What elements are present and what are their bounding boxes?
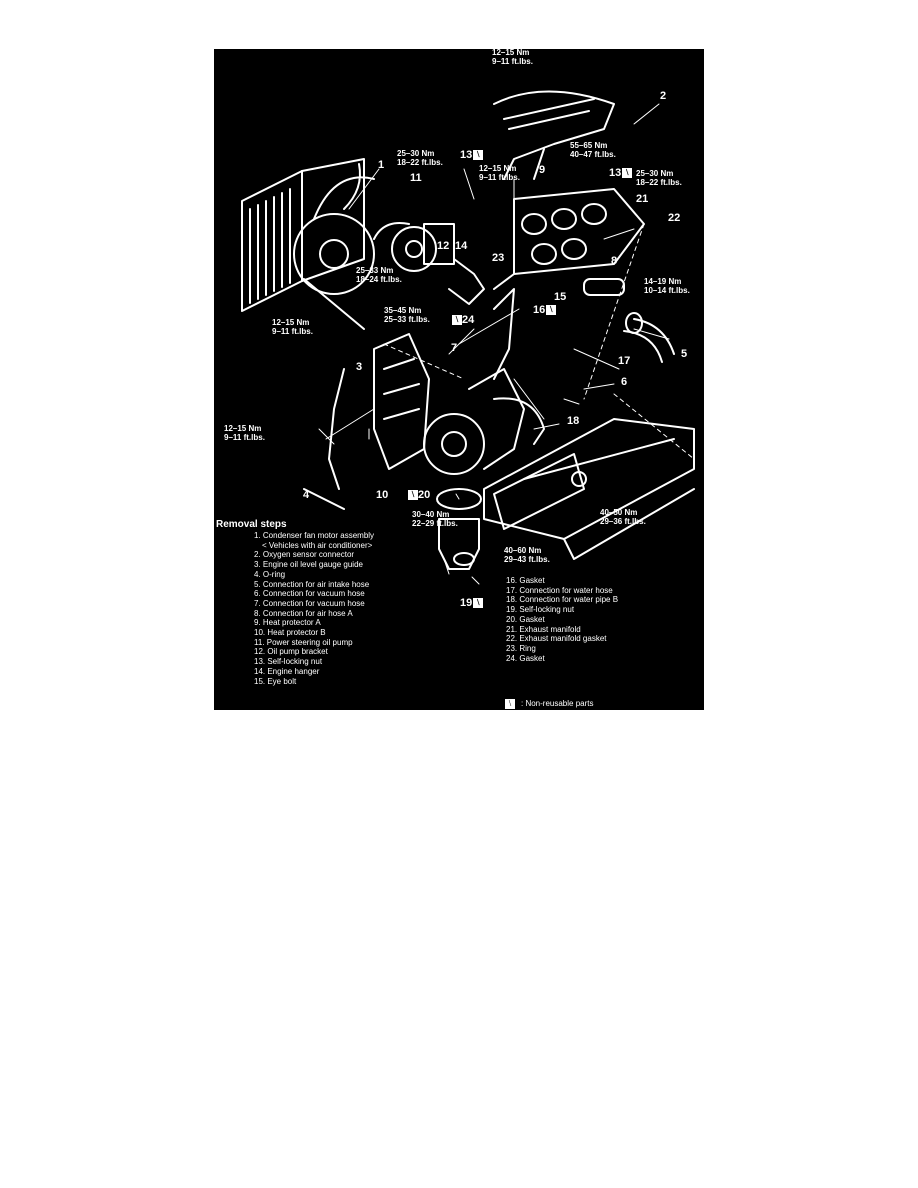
- callout-1: 1: [378, 159, 385, 171]
- callout-14: 14: [455, 240, 468, 252]
- callout-5: 5: [681, 348, 688, 360]
- callout-8: 8: [611, 255, 618, 267]
- step-item: 6. Connection for vacuum hose: [254, 589, 365, 599]
- callout-24: ⧵24: [451, 315, 474, 326]
- callout-13b: 13⧵: [609, 168, 633, 179]
- callout-21: 21: [636, 193, 649, 205]
- heat-protector-a-drawing: [493, 90, 615, 180]
- callout-15: 15: [554, 291, 567, 303]
- heat-protector-b-drawing: [303, 333, 430, 510]
- callout-17: 17: [618, 355, 631, 367]
- callout-19: 19⧵: [460, 598, 484, 609]
- removal-steps-list-left: 1. Condenser fan motor assembly < Vehicl…: [254, 531, 374, 686]
- callout-2: 2: [660, 90, 667, 102]
- step-item: 18. Connection for water pipe B: [506, 595, 619, 605]
- turbocharger-drawing: [423, 368, 545, 570]
- non-reusable-icon: ⧵: [546, 305, 557, 316]
- non-reusable-icon: ⧵: [408, 490, 418, 501]
- callout-9: 9: [539, 164, 546, 176]
- callout-13a: 13⧵: [460, 150, 484, 161]
- step-item: 2. Oxygen sensor connector: [254, 550, 355, 560]
- step-item: 15. Eye bolt: [254, 676, 297, 686]
- alignment-lines: [383, 223, 695, 460]
- step-item: 17. Connection for water hose: [506, 585, 613, 595]
- condenser-fan-drawing: [241, 158, 375, 330]
- legend-text: : Non-reusable parts: [521, 699, 594, 709]
- callout-18: 18: [567, 415, 580, 427]
- step-item: 5. Connection for air intake hose: [254, 579, 370, 589]
- step-item: 14. Engine hanger: [254, 666, 320, 676]
- removal-steps-heading: Removal steps: [216, 519, 287, 530]
- callout-22: 22: [668, 212, 681, 224]
- step-item: 16. Gasket: [506, 576, 545, 585]
- air-intake-hose-drawing: [623, 312, 675, 363]
- non-reusable-icon: ⧵: [452, 315, 462, 326]
- callout-4: 4: [303, 489, 310, 501]
- callout-12: 12: [437, 240, 450, 252]
- step-item: 10. Heat protector B: [254, 628, 326, 638]
- non-reusable-icon: ⧵: [505, 699, 515, 709]
- step-item: 22. Exhaust manifold gasket: [506, 634, 607, 644]
- non-reusable-icon: ⧵: [473, 598, 484, 609]
- step-item: 1. Condenser fan motor assembly: [254, 531, 375, 540]
- callout-10: 10: [376, 489, 389, 501]
- step-item: 24. Gasket: [506, 653, 545, 663]
- step-item: 21. Exhaust manifold: [506, 624, 581, 634]
- diagram-artwork: [241, 90, 695, 585]
- callout-6: 6: [621, 376, 628, 388]
- step-item: 13. Self-locking nut: [254, 657, 323, 667]
- callout-7: 7: [451, 342, 458, 354]
- exhaust-manifold-drawing: [493, 188, 645, 380]
- step-item: < Vehicles with air conditioner>: [262, 540, 373, 550]
- step-item: 3. Engine oil level gauge guide: [254, 560, 363, 570]
- callout-23: 23: [492, 252, 505, 264]
- step-item: 23. Ring: [506, 643, 536, 653]
- step-item: 4. O-ring: [254, 569, 286, 579]
- leader-lines: [318, 103, 670, 585]
- legend: ⧵ : Non-reusable parts: [504, 699, 593, 709]
- removal-steps-list-right: 16. Gasket 17. Connection for water hose…: [506, 576, 618, 663]
- step-item: 9. Heat protector A: [254, 618, 321, 628]
- callout-11: 11: [410, 172, 422, 184]
- step-item: 19. Self-locking nut: [506, 605, 575, 615]
- step-item: 8. Connection for air hose A: [254, 608, 353, 618]
- non-reusable-icon: ⧵: [622, 168, 633, 179]
- cylinder-head-cover-drawing: [483, 418, 695, 560]
- step-item: 20. Gasket: [506, 614, 545, 624]
- step-item: 11. Power steering oil pump: [254, 637, 353, 647]
- callout-16: 16⧵: [533, 305, 557, 316]
- callout-3: 3: [356, 361, 363, 373]
- non-reusable-icon: ⧵: [473, 150, 484, 161]
- callout-20: ⧵20: [407, 490, 430, 501]
- power-steering-pump-drawing: [373, 222, 485, 305]
- step-item: 12. Oil pump bracket: [254, 647, 328, 657]
- step-item: 7. Connection for vacuum hose: [254, 598, 365, 608]
